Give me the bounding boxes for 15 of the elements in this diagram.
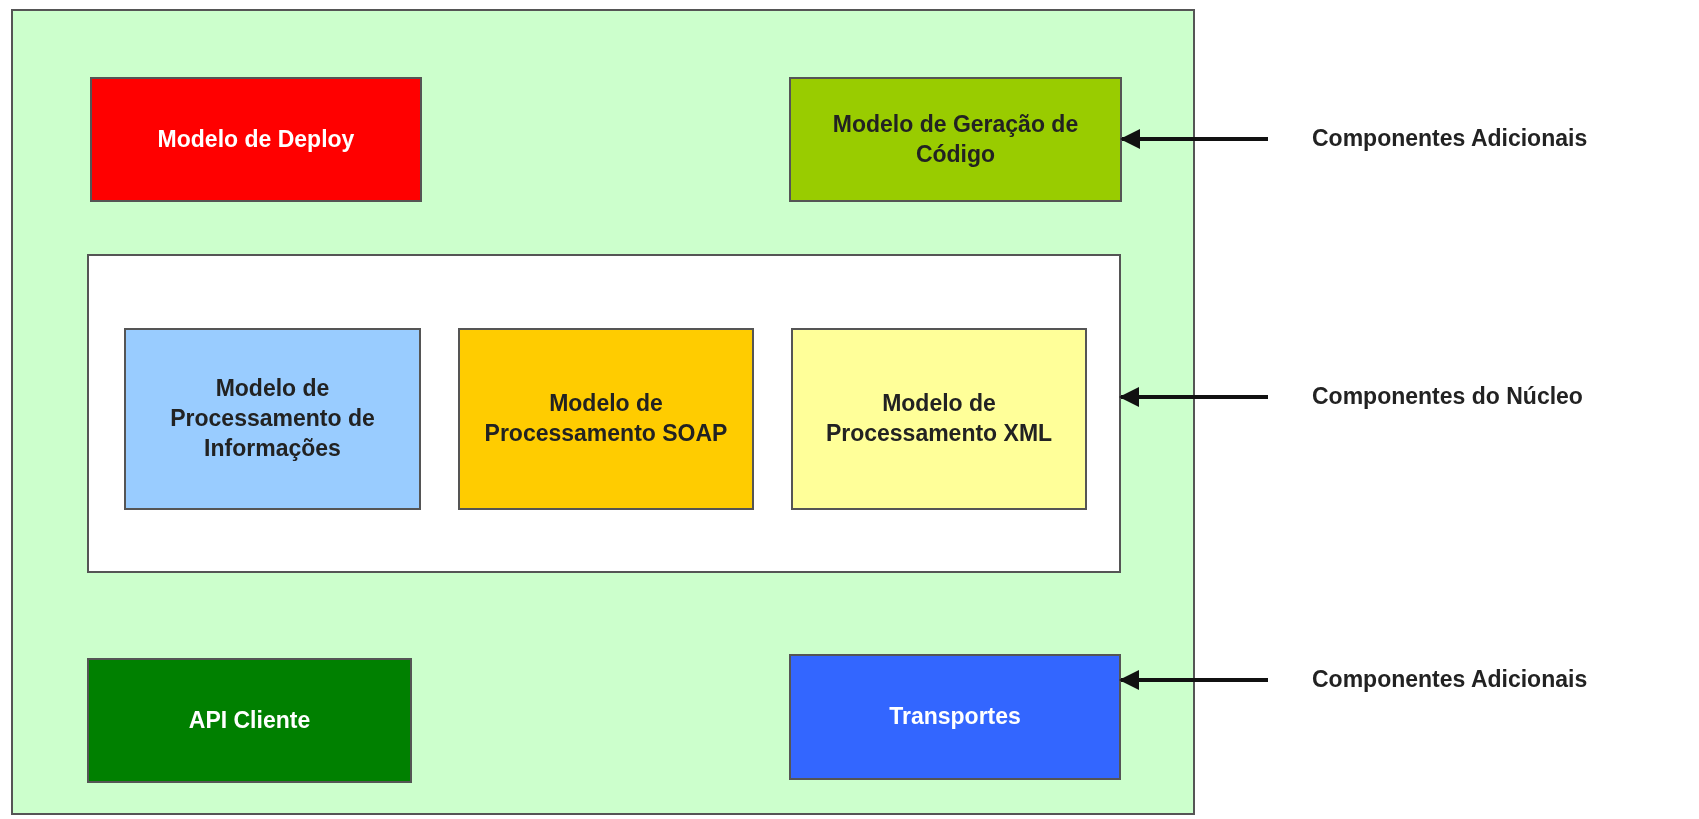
component-box: API Cliente bbox=[87, 658, 412, 783]
component-box: Modelo de Geração de Código bbox=[789, 77, 1122, 202]
component-box: Modelo de Processamento XML bbox=[791, 328, 1087, 510]
side-label: Componentes do Núcleo bbox=[1300, 378, 1692, 416]
arrow bbox=[1120, 129, 1268, 149]
side-label: Componentes Adicionais bbox=[1300, 661, 1692, 699]
arrow bbox=[1119, 387, 1268, 407]
side-label: Componentes Adicionais bbox=[1300, 120, 1692, 158]
component-box: Modelo de Deploy bbox=[90, 77, 422, 202]
component-box: Transportes bbox=[789, 654, 1121, 780]
container-box bbox=[11, 9, 1195, 815]
component-box: Modelo de Processamento de Informações bbox=[124, 328, 421, 510]
component-box: Modelo de Processamento SOAP bbox=[458, 328, 754, 510]
arrow bbox=[1119, 670, 1268, 690]
core-panel bbox=[87, 254, 1121, 573]
